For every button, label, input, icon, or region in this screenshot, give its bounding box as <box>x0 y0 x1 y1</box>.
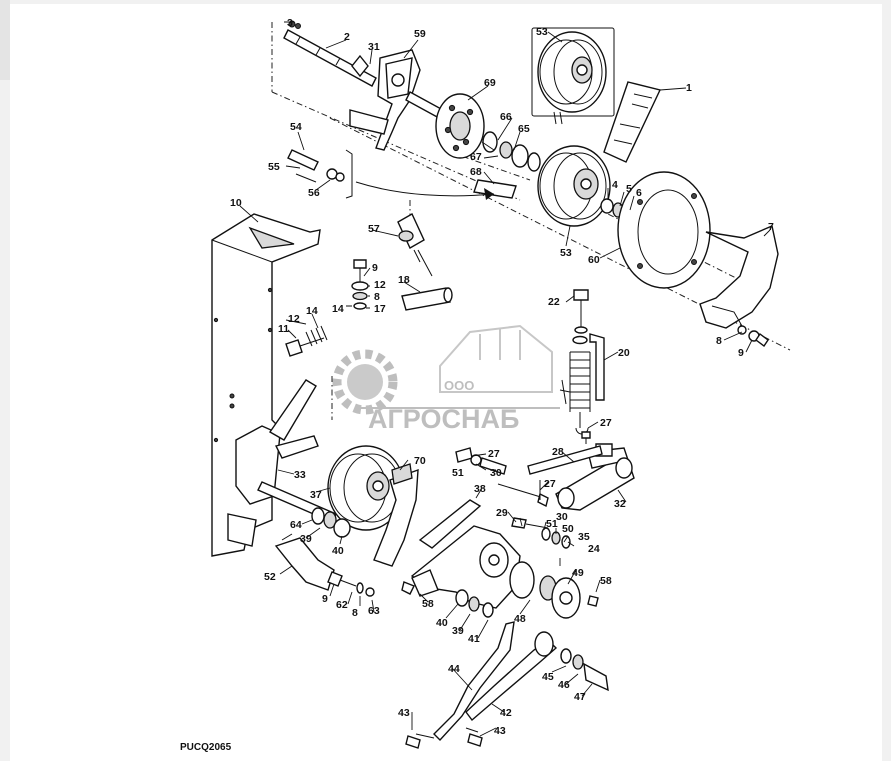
callout-64: 64 <box>290 519 302 531</box>
callout-8-lower: 8 <box>352 607 358 619</box>
callout-3: 3 <box>287 17 293 29</box>
callout-40-mid: 40 <box>436 617 448 629</box>
callout-37: 37 <box>310 489 322 501</box>
callout-56: 56 <box>308 187 320 199</box>
callout-38: 38 <box>474 483 486 495</box>
leader-lines <box>239 21 771 737</box>
callout-27-nut: 27 <box>488 448 500 460</box>
callout-7: 7 <box>768 221 774 233</box>
callout-4: 4 <box>612 179 618 191</box>
callout-42: 42 <box>500 707 512 719</box>
watermark-prefix: ООО <box>444 378 474 393</box>
callout-30-rod: 30 <box>556 511 568 523</box>
page-edge-strip <box>0 0 10 80</box>
callout-54: 54 <box>290 121 302 133</box>
callout-14-upper: 14 <box>332 303 344 315</box>
callout-58-left: 58 <box>422 598 434 610</box>
callout-27-rod: 27 <box>544 478 556 490</box>
callout-12-upper: 12 <box>374 279 386 291</box>
callout-49: 49 <box>572 567 584 579</box>
callout-2: 2 <box>344 31 350 43</box>
pin-group <box>287 149 495 200</box>
callout-6: 6 <box>636 187 642 199</box>
callout-59: 59 <box>414 28 426 40</box>
main-frame <box>211 213 337 557</box>
callout-32: 32 <box>614 498 626 510</box>
callout-55: 55 <box>268 161 280 173</box>
callout-57: 57 <box>368 223 380 235</box>
callout-9-upper: 9 <box>372 262 378 274</box>
company-watermark: ООО АГРОСНАБ <box>332 324 560 434</box>
callout-39-mid: 39 <box>452 625 464 637</box>
callout-14-spring: 14 <box>306 305 318 317</box>
callout-53-top: 53 <box>536 26 548 38</box>
callout-65: 65 <box>518 123 530 135</box>
callout-63: 63 <box>368 605 380 617</box>
callout-22: 22 <box>548 296 560 308</box>
callout-8-right: 8 <box>716 335 722 347</box>
callout-70: 70 <box>414 455 426 467</box>
bolt-stack <box>351 213 453 311</box>
drawing-code: PUCQ2065 <box>180 742 232 753</box>
callout-24: 24 <box>588 543 600 555</box>
callout-33: 33 <box>294 469 306 481</box>
callout-17: 17 <box>374 303 386 315</box>
callout-5: 5 <box>626 183 632 195</box>
callout-12-spring: 12 <box>288 313 300 325</box>
callout-45: 45 <box>542 671 554 683</box>
tension-assembly <box>455 289 635 549</box>
callout-9-lower: 9 <box>322 593 328 605</box>
callout-51-rod: 51 <box>546 518 558 530</box>
callout-40-left: 40 <box>332 545 344 557</box>
lower-pulley-assembly <box>274 445 599 619</box>
callout-44: 44 <box>448 663 460 675</box>
spring-small <box>285 325 328 357</box>
callout-29: 29 <box>496 507 508 519</box>
callout-1: 1 <box>686 82 692 94</box>
callout-28: 28 <box>552 446 564 458</box>
callout-30-nut: 30 <box>490 467 502 479</box>
watermark-name: АГРОСНАБ <box>368 404 519 434</box>
callout-labels: 3 2 31 59 69 53 1 66 65 67 68 4 5 6 7 53… <box>230 17 774 737</box>
callout-27-right: 27 <box>600 417 612 429</box>
callout-66: 66 <box>500 111 512 123</box>
callout-39-left: 39 <box>300 533 312 545</box>
callout-58-right: 58 <box>600 575 612 587</box>
callout-53-bottom: 53 <box>560 247 572 259</box>
callout-31: 31 <box>368 41 380 53</box>
callout-8-upper: 8 <box>374 291 380 303</box>
callout-46: 46 <box>558 679 570 691</box>
callout-20: 20 <box>618 347 630 359</box>
callout-48: 48 <box>514 613 526 625</box>
callout-51-nut: 51 <box>452 467 464 479</box>
pulley-set <box>531 27 779 348</box>
callout-18: 18 <box>398 274 410 286</box>
callout-10: 10 <box>230 197 242 209</box>
callout-41: 41 <box>468 633 480 645</box>
callout-9-right: 9 <box>738 347 744 359</box>
shaft-assembly <box>283 20 541 199</box>
callout-50: 50 <box>562 523 574 535</box>
callout-60: 60 <box>588 254 600 266</box>
callout-68: 68 <box>470 166 482 178</box>
callout-69: 69 <box>484 77 496 89</box>
callout-62: 62 <box>336 599 348 611</box>
callout-11: 11 <box>278 323 289 335</box>
callout-67: 67 <box>470 151 482 163</box>
callout-52: 52 <box>264 571 276 583</box>
callout-47: 47 <box>574 691 586 703</box>
callout-43-right: 43 <box>494 725 506 737</box>
callout-43-left: 43 <box>398 707 410 719</box>
callout-35: 35 <box>578 531 590 543</box>
linkage-arms <box>405 621 609 749</box>
